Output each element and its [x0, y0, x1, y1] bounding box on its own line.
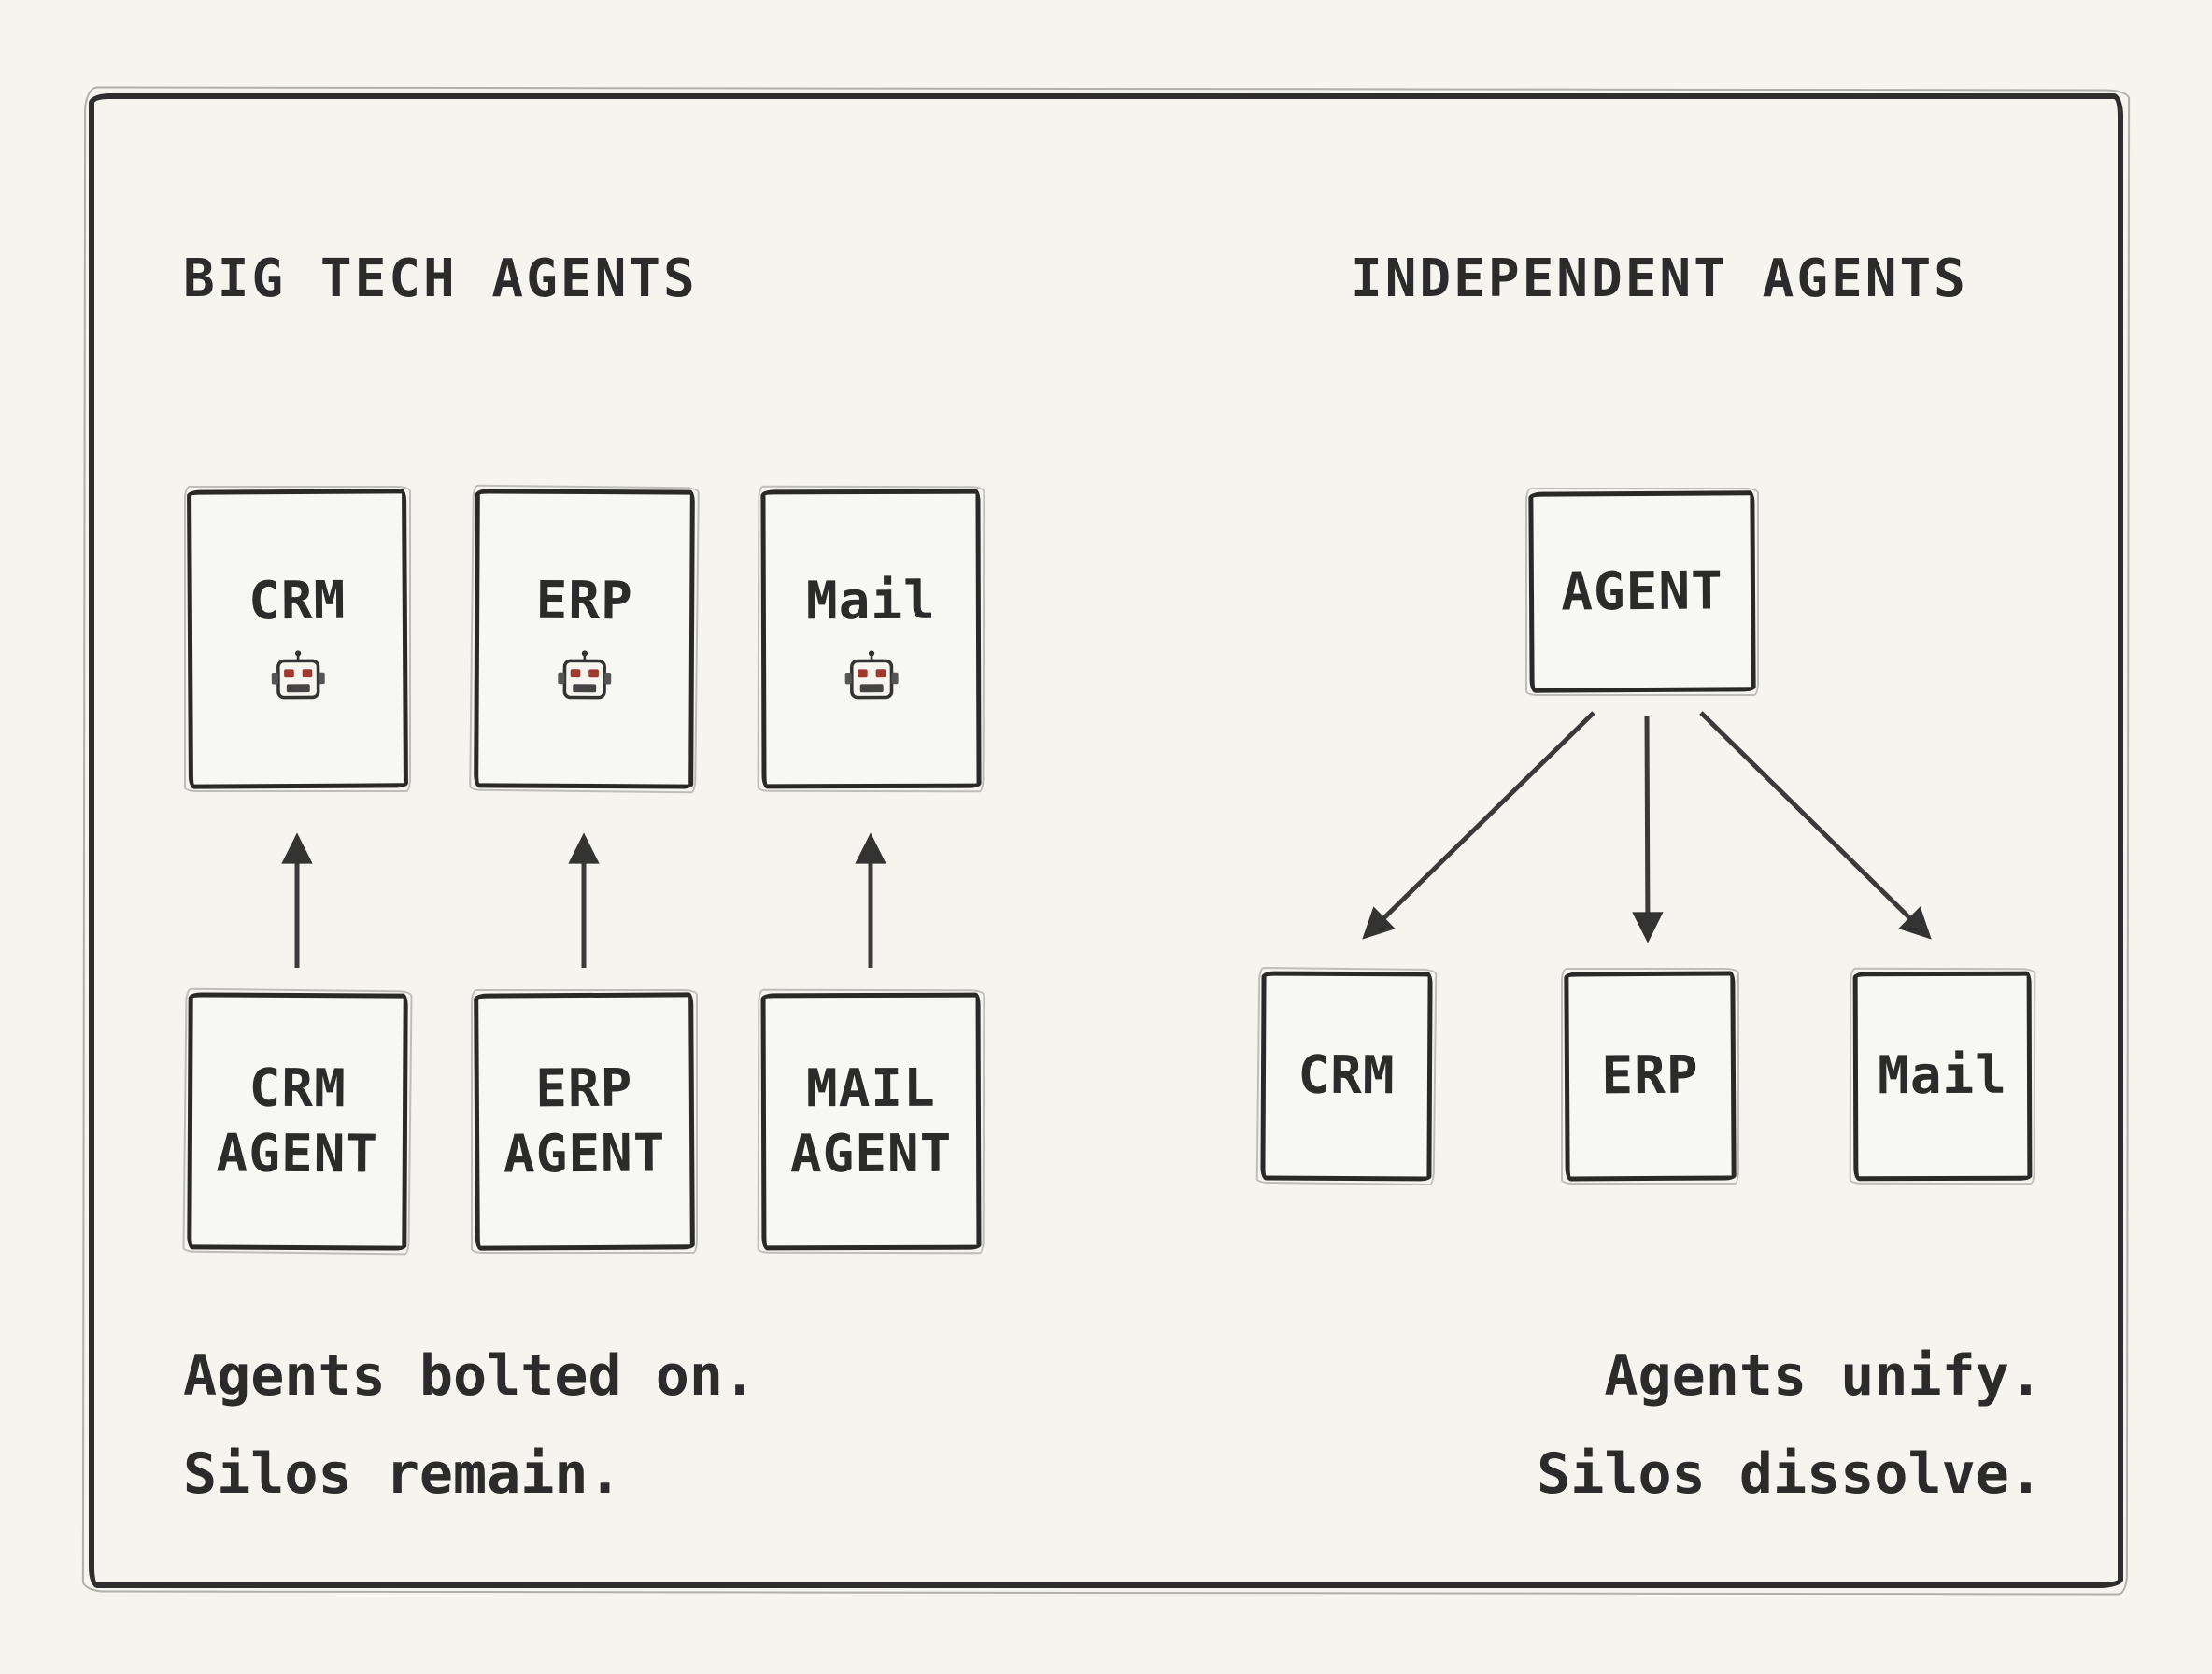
mail-system-box: Mail — [760, 489, 982, 789]
box-label: MAIL — [805, 1057, 936, 1119]
box-label: ERP — [535, 570, 633, 632]
big-tech-agent-row: CRM AGENT ERP AGENT MAIL AGENT — [187, 992, 982, 1251]
box-label: AGENT — [503, 1122, 666, 1185]
right-section-title: INDEPENDENT AGENTS — [1351, 248, 1968, 309]
caption-line: Silos remain. — [183, 1441, 622, 1507]
agent-hub-box: AGENT — [1528, 490, 1756, 693]
crm-agent-box: CRM AGENT — [187, 992, 408, 1251]
right-caption: Agents unify. Silos dissolve. — [1537, 1327, 2043, 1524]
erp-spoke-box: ERP — [1564, 971, 1737, 1182]
left-caption: Agents bolted on. Silos remain. — [183, 1327, 757, 1524]
caption-line: Silos dissolve. — [1537, 1441, 2043, 1507]
left-section-title: BIG TECH AGENTS — [183, 248, 698, 309]
up-arrows — [281, 832, 886, 968]
big-tech-system-row: CRM ERP — [187, 489, 982, 789]
crm-system-box: CRM — [187, 489, 408, 789]
sketch-frame: BIG TECH AGENTS INDEPENDENT AGENTS CRM E… — [89, 93, 2123, 1588]
robot-icon — [842, 649, 901, 709]
fan-out-arrows — [1362, 711, 1932, 943]
crm-spoke-box: CRM — [1260, 971, 1433, 1182]
box-label: Mail — [805, 570, 936, 632]
robot-icon — [268, 649, 328, 709]
caption-line: Agents bolted on. — [183, 1343, 758, 1409]
box-label: ERP — [1601, 1044, 1699, 1107]
box-label: AGENT — [216, 1123, 379, 1185]
robot-icon — [554, 649, 614, 709]
box-label: AGENT — [1561, 560, 1723, 623]
box-label: CRM — [1297, 1044, 1396, 1107]
box-label: CRM — [248, 570, 347, 632]
box-label: AGENT — [789, 1123, 953, 1185]
box-label: ERP — [535, 1057, 633, 1119]
box-label: Mail — [1877, 1044, 2008, 1107]
mail-agent-box: MAIL AGENT — [760, 992, 982, 1251]
mail-spoke-box: Mail — [1852, 971, 2033, 1182]
erp-system-box: ERP — [474, 489, 695, 789]
erp-agent-box: ERP AGENT — [474, 992, 695, 1251]
caption-line: Agents unify. — [1604, 1343, 2043, 1409]
box-label: CRM — [248, 1057, 347, 1119]
